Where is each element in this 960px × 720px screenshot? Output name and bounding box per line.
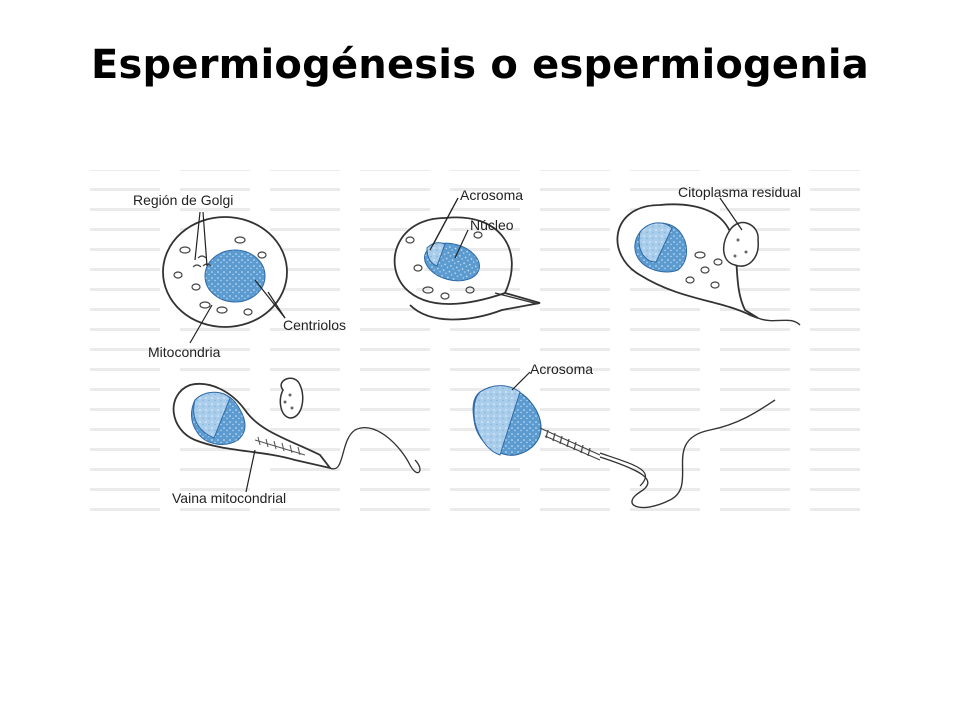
label-acrosoma-stage5: Acrosoma xyxy=(530,361,593,377)
label-centriolos: Centriolos xyxy=(283,317,346,333)
stage-5-spermatozoon xyxy=(472,385,776,509)
label-mitocondria: Mitocondria xyxy=(148,344,221,360)
stage-1-spermatid xyxy=(162,216,288,328)
slide-title: Espermiogénesis o espermiogenia xyxy=(91,42,869,88)
leader-lines xyxy=(189,197,743,493)
stage-3-spermatid xyxy=(616,203,801,326)
stage-2-spermatid xyxy=(393,216,541,321)
label-nucleo: Núcleo xyxy=(470,217,514,233)
stage-1-nucleus xyxy=(204,249,266,303)
label-acrosoma-stage2: Acrosoma xyxy=(460,187,523,203)
stage-4-spermatid xyxy=(172,377,421,474)
label-citoplasma: Citoplasma residual xyxy=(678,184,801,200)
label-vaina: Vaina mitocondrial xyxy=(172,490,286,506)
label-golgi: Región de Golgi xyxy=(133,192,233,208)
